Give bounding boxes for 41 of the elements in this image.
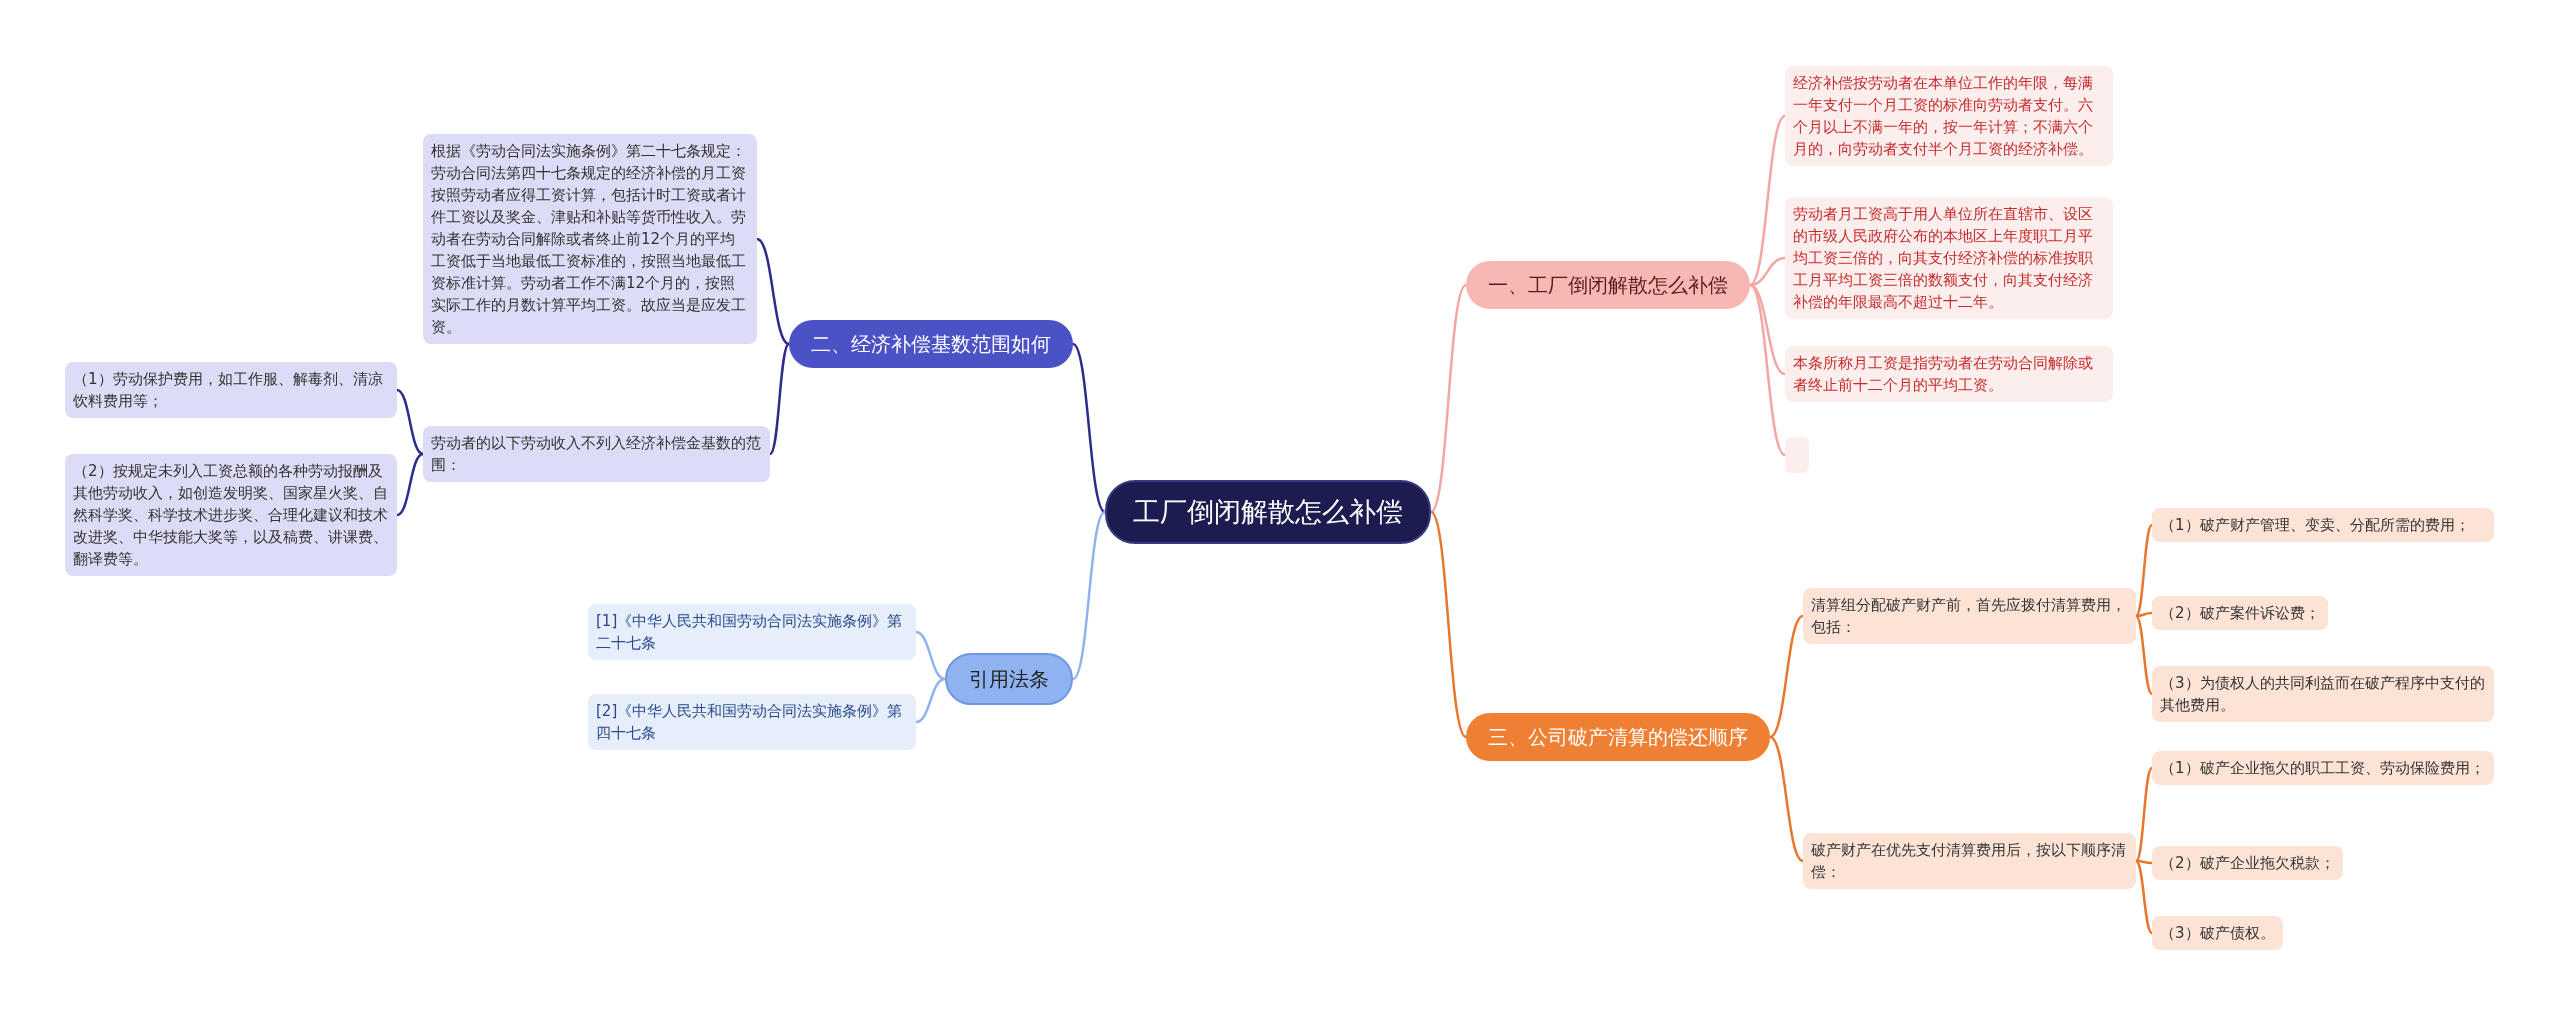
connector-line xyxy=(2135,767,2153,862)
empty-box xyxy=(1785,437,1809,473)
branch-topic-box: 一、工厂倒闭解散怎么补偿 xyxy=(1466,261,1750,309)
connector-line xyxy=(2135,860,2153,934)
connector-line xyxy=(1072,343,1106,513)
connector-line xyxy=(1430,284,1467,513)
topic-box: （3）破产债权。 xyxy=(2152,916,2283,950)
connector-line xyxy=(1769,735,1804,863)
connector-line xyxy=(915,677,946,724)
topic-box: （1）劳动保护费用，如工作服、解毒剂、清凉饮料费用等； xyxy=(65,362,397,418)
branch-topic-box: 二、经济补偿基数范围如何 xyxy=(789,320,1073,368)
citation-box: [2]《中华人民共和国劳动合同法实施条例》第四十七条 xyxy=(588,694,916,750)
topic-box: （3）为债权人的共同利益而在破产程序中支付的其他费用。 xyxy=(2152,666,2494,722)
note-box: 根据《劳动合同法实施条例》第二十七条规定：劳动合同法第四十七条规定的经济补偿的月工资按照劳动者应得工资计算，包括计时工资或者计件工资以及奖金、津贴和补贴等货币性收入。劳动者在劳动合同解除或者终止前12个月的平均工资低于当地最低工资标准的，按照当地最低工资标准计算。劳动者工作不满12个月的，按照实际工作的月数计算平均工资。故应当是应发工资。 xyxy=(423,134,757,344)
connector-line xyxy=(756,237,790,346)
connector-line xyxy=(1430,511,1467,738)
topic-box: 破产财产在优先支付清算费用后，按以下顺序清偿： xyxy=(1803,833,2136,889)
connector-line xyxy=(2135,524,2153,617)
connector-line xyxy=(1749,284,1786,456)
topic-box: （2）破产企业拖欠税款； xyxy=(2152,846,2343,880)
connector-line xyxy=(2135,615,2153,695)
root-topic-box: 工厂倒闭解散怎么补偿 xyxy=(1105,480,1431,544)
connector-line xyxy=(769,343,790,455)
connector-line xyxy=(1072,511,1106,680)
branch-topic-box: 引用法条 xyxy=(945,653,1073,705)
topic-box: （1）破产企业拖欠的职工工资、劳动保险费用； xyxy=(2152,751,2494,785)
note-box: 经济补偿按劳动者在本单位工作的年限，每满一年支付一个月工资的标准向劳动者支付。六个月以上不满一年的，按一年计算；不满六个月的，向劳动者支付半个月工资的经济补偿。 xyxy=(1785,66,2113,166)
topic-box: 劳动者的以下劳动收入不列入经济补偿金基数的范围： xyxy=(423,426,770,482)
connector-line xyxy=(915,630,946,681)
topic-box: （1）破产财产管理、变卖、分配所需的费用； xyxy=(2152,508,2494,542)
citation-box: [1]《中华人民共和国劳动合同法实施条例》第二十七条 xyxy=(588,604,916,660)
connector-line xyxy=(1769,614,1804,739)
connector-line xyxy=(396,388,424,456)
branch-topic-box: 三、公司破产清算的偿还顺序 xyxy=(1466,713,1770,761)
topic-box: （2）破产案件诉讼费； xyxy=(2152,596,2328,630)
connector-line xyxy=(396,452,424,517)
topic-box: 清算组分配破产财产前，首先应拨付清算费用，包括： xyxy=(1803,588,2136,644)
topic-box: （2）按规定未列入工资总额的各种劳动报酬及其他劳动收入，如创造发明奖、国家星火奖、自然科学奖、科学技术进步奖、合理化建议和技术改进奖、中华技能大奖等，以及稿费、讲课费、翻译费等。 xyxy=(65,454,397,576)
note-box: 本条所称月工资是指劳动者在劳动合同解除或者终止前十二个月的平均工资。 xyxy=(1785,346,2113,402)
connector-line xyxy=(1749,115,1786,286)
note-box: 劳动者月工资高于用人单位所在直辖市、设区的市级人民政府公布的本地区上年度职工月平均工资三倍的，向其支付经济补偿的标准按职工月平均工资三倍的数额支付，向其支付经济补偿的年限最高不超过十二年。 xyxy=(1785,197,2113,319)
